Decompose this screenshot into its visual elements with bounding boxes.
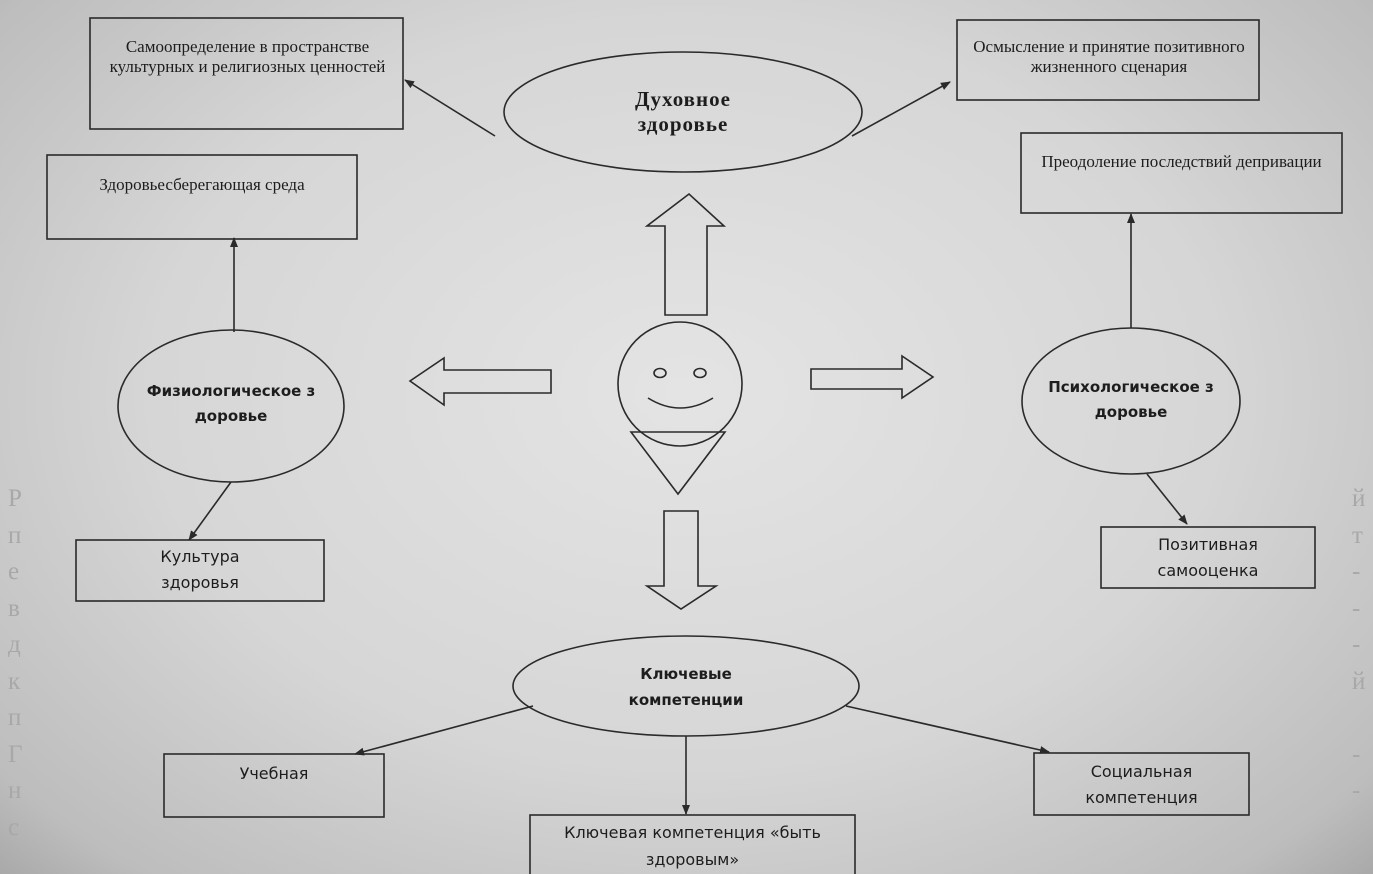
connector-psychological-to-self-esteem [1146, 473, 1188, 525]
arrow-right-icon [810, 354, 935, 400]
bg-right-letter-5: й [1352, 667, 1366, 695]
educational-text: Учебная [239, 764, 309, 784]
bg-right-letter-9 [1352, 810, 1365, 847]
bg-left-letter-8: н [8, 777, 22, 804]
social-competence-text: Социальная компетенция [1085, 762, 1198, 807]
health-culture-text: Культура здоровья [160, 547, 240, 592]
psychological-health-label: Психологическое здоровье [1048, 378, 1214, 421]
physiological-health-label: Физиологическое здоровье [146, 382, 316, 425]
spiritual-health-ellipse [503, 51, 863, 173]
connector-competencies-to-social [845, 705, 1050, 754]
bg-left-letter-6: п [8, 704, 22, 731]
arrow-down-icon [644, 510, 719, 610]
connector-spiritual-to-self-determination [404, 79, 496, 137]
connector-physiological-to-culture [188, 481, 232, 541]
bg-left-letter-4: д [8, 631, 21, 658]
bg-right-letter-2: - [1352, 558, 1361, 585]
positive-self-esteem-text: Позитивная самооценка [1157, 535, 1259, 580]
key-competencies-label: Ключевые компетенции [628, 665, 744, 709]
connector-competencies-to-educational [354, 705, 534, 756]
bg-right-letter-4: - [1352, 631, 1361, 658]
be-healthy-text: Ключевая компетенция «быть здоровым» [564, 823, 821, 869]
bg-right-letter-7: - [1352, 740, 1361, 768]
arrow-left-icon [408, 356, 552, 407]
bg-left-letter-2: е [8, 558, 20, 585]
smiley-icon [617, 321, 743, 447]
health-environment-text: Здоровьесберегающая среда [99, 174, 305, 194]
bg-left-letter-9: с [8, 813, 20, 841]
self-determination-text: Самоопределение в пространстве культурны… [109, 36, 386, 76]
bg-right-letter-8: - [1352, 777, 1361, 804]
social-competence-box [1033, 752, 1250, 816]
bg-left-letter-7: Г [8, 740, 23, 768]
health-environment-box [46, 154, 358, 240]
bg-right-letter-1: т [1352, 521, 1363, 549]
bg-right-letter-0: й [1352, 485, 1366, 512]
self-determination-box [89, 17, 404, 130]
educational-box [163, 753, 385, 818]
arrow-up-icon [644, 192, 727, 316]
positive-scenario-box [956, 19, 1260, 101]
triangle-icon [629, 431, 727, 496]
bg-left-letter-5: к [8, 667, 21, 695]
deprivation-box [1020, 132, 1343, 214]
positive-self-esteem-box [1100, 526, 1316, 589]
connector-spiritual-to-scenario [851, 81, 951, 137]
bg-left-letter-1: п [8, 521, 22, 549]
deprivation-text: Преодоление последствий депривации [1041, 151, 1322, 171]
be-healthy-box [529, 814, 856, 874]
health-culture-box [75, 539, 325, 602]
positive-scenario-text: Осмысление и принятие позитивного жизнен… [973, 36, 1245, 76]
bg-left-letter-0: Р [8, 485, 22, 512]
spiritual-health-label: Духовное здоровье [635, 86, 731, 136]
bg-left-letter-3: в [8, 594, 20, 622]
bg-right-letter-3: - [1352, 594, 1361, 622]
bg-right-letter-6 [1352, 700, 1365, 737]
